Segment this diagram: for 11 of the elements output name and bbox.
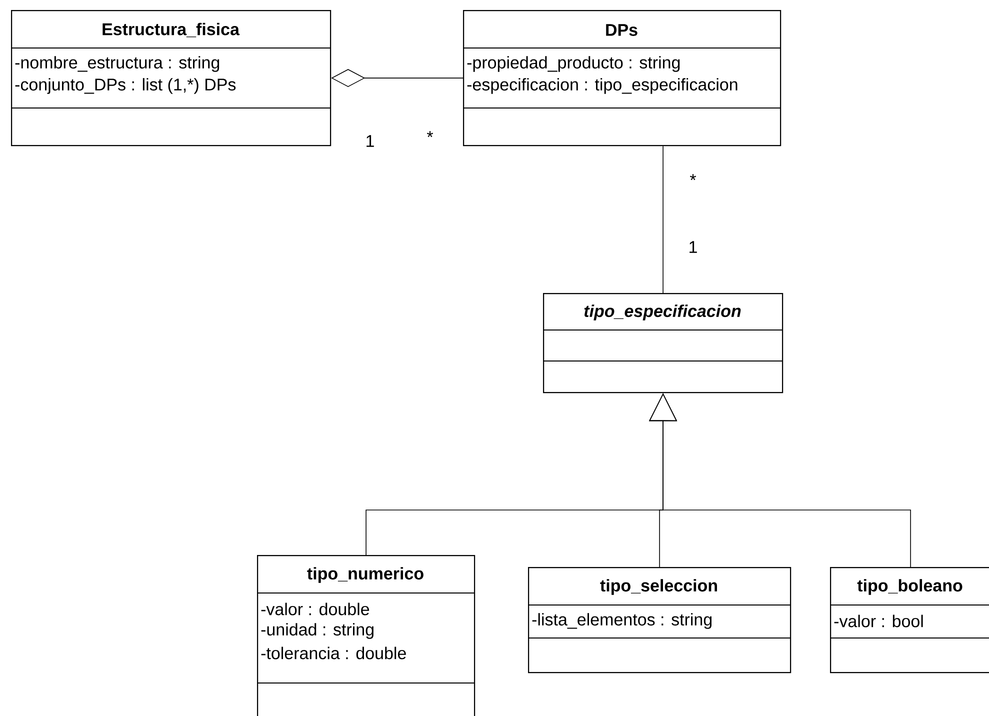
class-box: Estructura_fisica -nombre_estructura : string -conjunto_DPs : list (1,*) DPs <box>11 10 332 146</box>
multiplicity-label: * <box>426 131 434 138</box>
multiplicity-label: 1 <box>366 135 374 147</box>
class-box: tipo_boleano -valor : bool <box>830 567 989 674</box>
class-box: DPs -propiedad_producto : string -especificacion : tipo_especificacion <box>463 10 782 146</box>
class-box: tipo_numerico -valor : double -unidad : string -tolerancia : double <box>257 555 476 716</box>
multiplicity-label: 1 <box>690 241 697 253</box>
association-line <box>662 146 664 294</box>
class-box: tipo_seleccion -lista_elementos : string <box>528 567 792 674</box>
class-box: tipo_especificacion <box>543 293 784 394</box>
multiplicity-label: * <box>690 174 696 180</box>
